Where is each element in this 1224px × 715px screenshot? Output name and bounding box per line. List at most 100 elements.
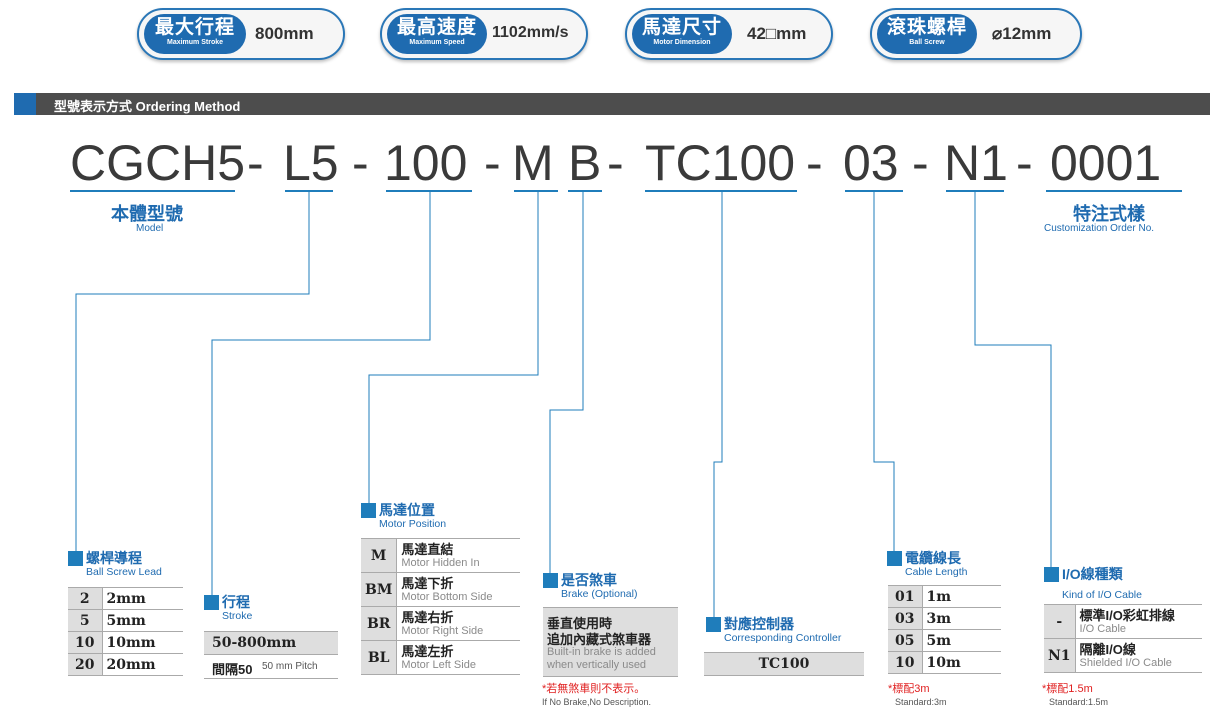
cable-code: 01 <box>888 585 923 608</box>
io-note-zh: *標配1.5m <box>1042 683 1093 695</box>
brake-description-box: 垂直使用時 追加內藏式煞車器 Built-in brake is added w… <box>543 607 678 677</box>
custom-label-zh: 特注式樣 <box>1073 204 1145 224</box>
spec-label-block: 最高速度 Maximum Speed <box>387 14 487 54</box>
spec-motor-dimension: 馬達尺寸 Motor Dimension 42□mm <box>625 8 833 60</box>
spec-label-block: 滾珠螺桿 Ball Screw <box>877 14 977 54</box>
spec-value: ⌀12mm <box>992 24 1052 43</box>
io-marker <box>1044 567 1059 582</box>
code-custom: 0001 <box>1050 135 1162 191</box>
code-separator: - <box>352 135 369 191</box>
connector-lead <box>75 191 310 552</box>
controller-value: TC100 <box>758 656 810 672</box>
spec-value: 1102mm/s <box>492 24 569 41</box>
motor-position-zh: 馬達直結 <box>401 541 454 557</box>
lead-code: 20 <box>68 653 103 676</box>
controller-title-zh: 對應控制器 <box>724 616 794 632</box>
spec-max-stroke: 最大行程 Maximum Stroke 800mm <box>137 8 345 60</box>
underline-stroke <box>386 190 472 192</box>
cable-code: 10 <box>888 651 923 674</box>
code-lead: L5 <box>283 135 339 191</box>
code-separator: - <box>1016 135 1033 191</box>
lead-code: 10 <box>68 631 103 654</box>
brake-marker <box>543 573 558 588</box>
underline-controller <box>645 190 797 192</box>
controller-heading: 對應控制器 Corresponding Controller <box>706 616 841 644</box>
connector-cable-length <box>873 191 895 552</box>
brake-note-en: If No Brake,No Description. <box>542 697 652 707</box>
underline-model <box>70 190 235 192</box>
connector-stroke <box>211 191 431 596</box>
code-separator: - <box>912 135 929 191</box>
io-code: - <box>1044 604 1076 639</box>
io-title-zh: I/O線種類 <box>1062 566 1123 582</box>
code-io-cable: N1 <box>944 135 1008 191</box>
stroke-pitch-en: 50 mm Pitch <box>262 661 318 672</box>
motor-position-code: M <box>361 538 398 573</box>
cable-title-en: Cable Length <box>905 566 968 578</box>
spec-label-en: Motor Dimension <box>653 39 711 46</box>
spec-max-speed: 最高速度 Maximum Speed 1102mm/s <box>380 8 588 60</box>
custom-label-en: Customization Order No. <box>1044 223 1155 234</box>
controller-marker <box>706 617 721 632</box>
code-separator: - <box>484 135 501 191</box>
motor-position-zh: 馬達下折 <box>401 575 454 591</box>
brake-line1: 垂直使用時 <box>547 616 613 631</box>
motor-position-code: BR <box>361 606 398 641</box>
spec-label-block: 最大行程 Maximum Stroke <box>144 14 246 54</box>
cable-code: 05 <box>888 629 923 652</box>
io-zh: 隔離I/O線 <box>1079 641 1136 657</box>
lead-value: 5mm <box>102 609 183 632</box>
model-label-en: Model <box>136 223 164 234</box>
spec-value: 42□mm <box>747 24 807 43</box>
lead-value: 10mm <box>102 631 183 654</box>
lead-title-zh: 螺桿導程 <box>86 550 142 566</box>
spec-label-block: 馬達尺寸 Motor Dimension <box>632 14 732 54</box>
motor-position-title-zh: 馬達位置 <box>379 502 435 518</box>
stroke-title-en: Stroke <box>222 610 253 622</box>
lead-value: 2mm <box>102 587 183 610</box>
spec-ball-screw: 滾珠螺桿 Ball Screw ⌀12mm <box>870 8 1082 60</box>
code-separator: - <box>607 135 624 191</box>
brake-note-zh: *若無煞車則不表示。 <box>542 683 646 695</box>
controller-value-cell: TC100 <box>704 652 864 676</box>
brake-heading: 是否煞車 Brake (Optional) <box>543 573 637 600</box>
spec-label-zh: 最高速度 <box>396 17 477 38</box>
cable-value: 5m <box>922 629 1001 652</box>
model-label-zh: 本體型號 <box>111 204 183 224</box>
motor-position-en: Motor Left Side <box>401 658 476 671</box>
connector-motor-position <box>368 191 539 505</box>
io-zh: 標準I/O彩虹排線 <box>1079 607 1175 623</box>
lead-code: 2 <box>68 587 103 610</box>
code-cable-length: 03 <box>843 135 899 191</box>
io-code: N1 <box>1044 638 1076 673</box>
lead-heading: 螺桿導程 Ball Screw Lead <box>68 550 162 578</box>
stroke-marker <box>204 595 219 610</box>
brake-en2: when vertically used <box>547 659 647 671</box>
section-marker <box>14 93 36 115</box>
lead-marker <box>68 551 83 566</box>
code-separator: - <box>806 135 823 191</box>
spec-label-zh: 滾珠螺桿 <box>886 17 967 38</box>
io-en: Shielded I/O Cable <box>1079 656 1172 669</box>
lead-value: 20mm <box>102 653 183 676</box>
spec-label-en: Maximum Stroke <box>166 39 224 46</box>
code-separator: - <box>247 135 264 191</box>
brake-line2: 追加內藏式煞車器 <box>547 632 652 647</box>
spec-value: 800mm <box>255 24 314 43</box>
motor-position-marker <box>361 503 376 518</box>
code-motor-position: M <box>512 135 554 191</box>
